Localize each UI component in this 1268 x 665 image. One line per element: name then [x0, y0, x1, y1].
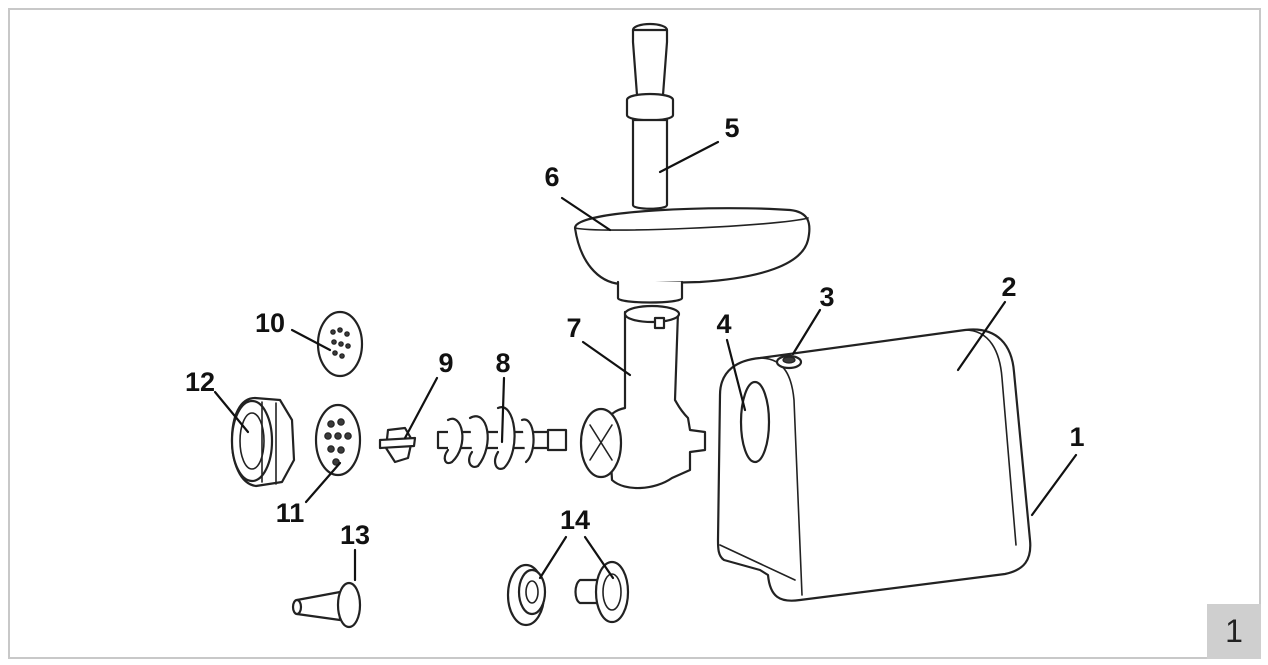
motor-housing [716, 328, 1032, 602]
cross-blade [378, 426, 417, 464]
callout-numbers: 1 2 3 4 5 6 7 8 9 10 11 12 13 14 [185, 113, 1085, 550]
callout-9: 9 [438, 348, 453, 378]
callout-1: 1 [1069, 422, 1084, 452]
callout-4: 4 [716, 309, 731, 339]
housing-outlet [739, 380, 771, 464]
ring-nut [230, 396, 296, 488]
leader-lines [213, 140, 1078, 582]
figure-number: 1 [1225, 613, 1243, 649]
callout-13: 13 [340, 520, 370, 550]
auger-screw [436, 406, 568, 470]
callout-12: 12 [185, 367, 215, 397]
callout-5: 5 [724, 113, 739, 143]
sausage-nozzle [291, 581, 362, 629]
callout-2: 2 [1001, 272, 1016, 302]
figure-number-badge: 1 [1207, 604, 1261, 659]
grinder-head [579, 304, 707, 490]
callout-14: 14 [560, 505, 590, 535]
callout-11: 11 [276, 498, 305, 528]
reverse-switch [775, 354, 803, 370]
callout-7: 7 [566, 313, 581, 343]
coarse-cutting-plate [314, 403, 362, 477]
callout-8: 8 [495, 348, 510, 378]
callout-6: 6 [544, 162, 559, 192]
callout-3: 3 [819, 282, 834, 312]
callout-10: 10 [255, 308, 285, 338]
food-pusher [625, 22, 675, 210]
feeding-tray [573, 207, 811, 304]
fine-cutting-plate [316, 310, 364, 378]
kubbe-attachment [506, 560, 630, 627]
